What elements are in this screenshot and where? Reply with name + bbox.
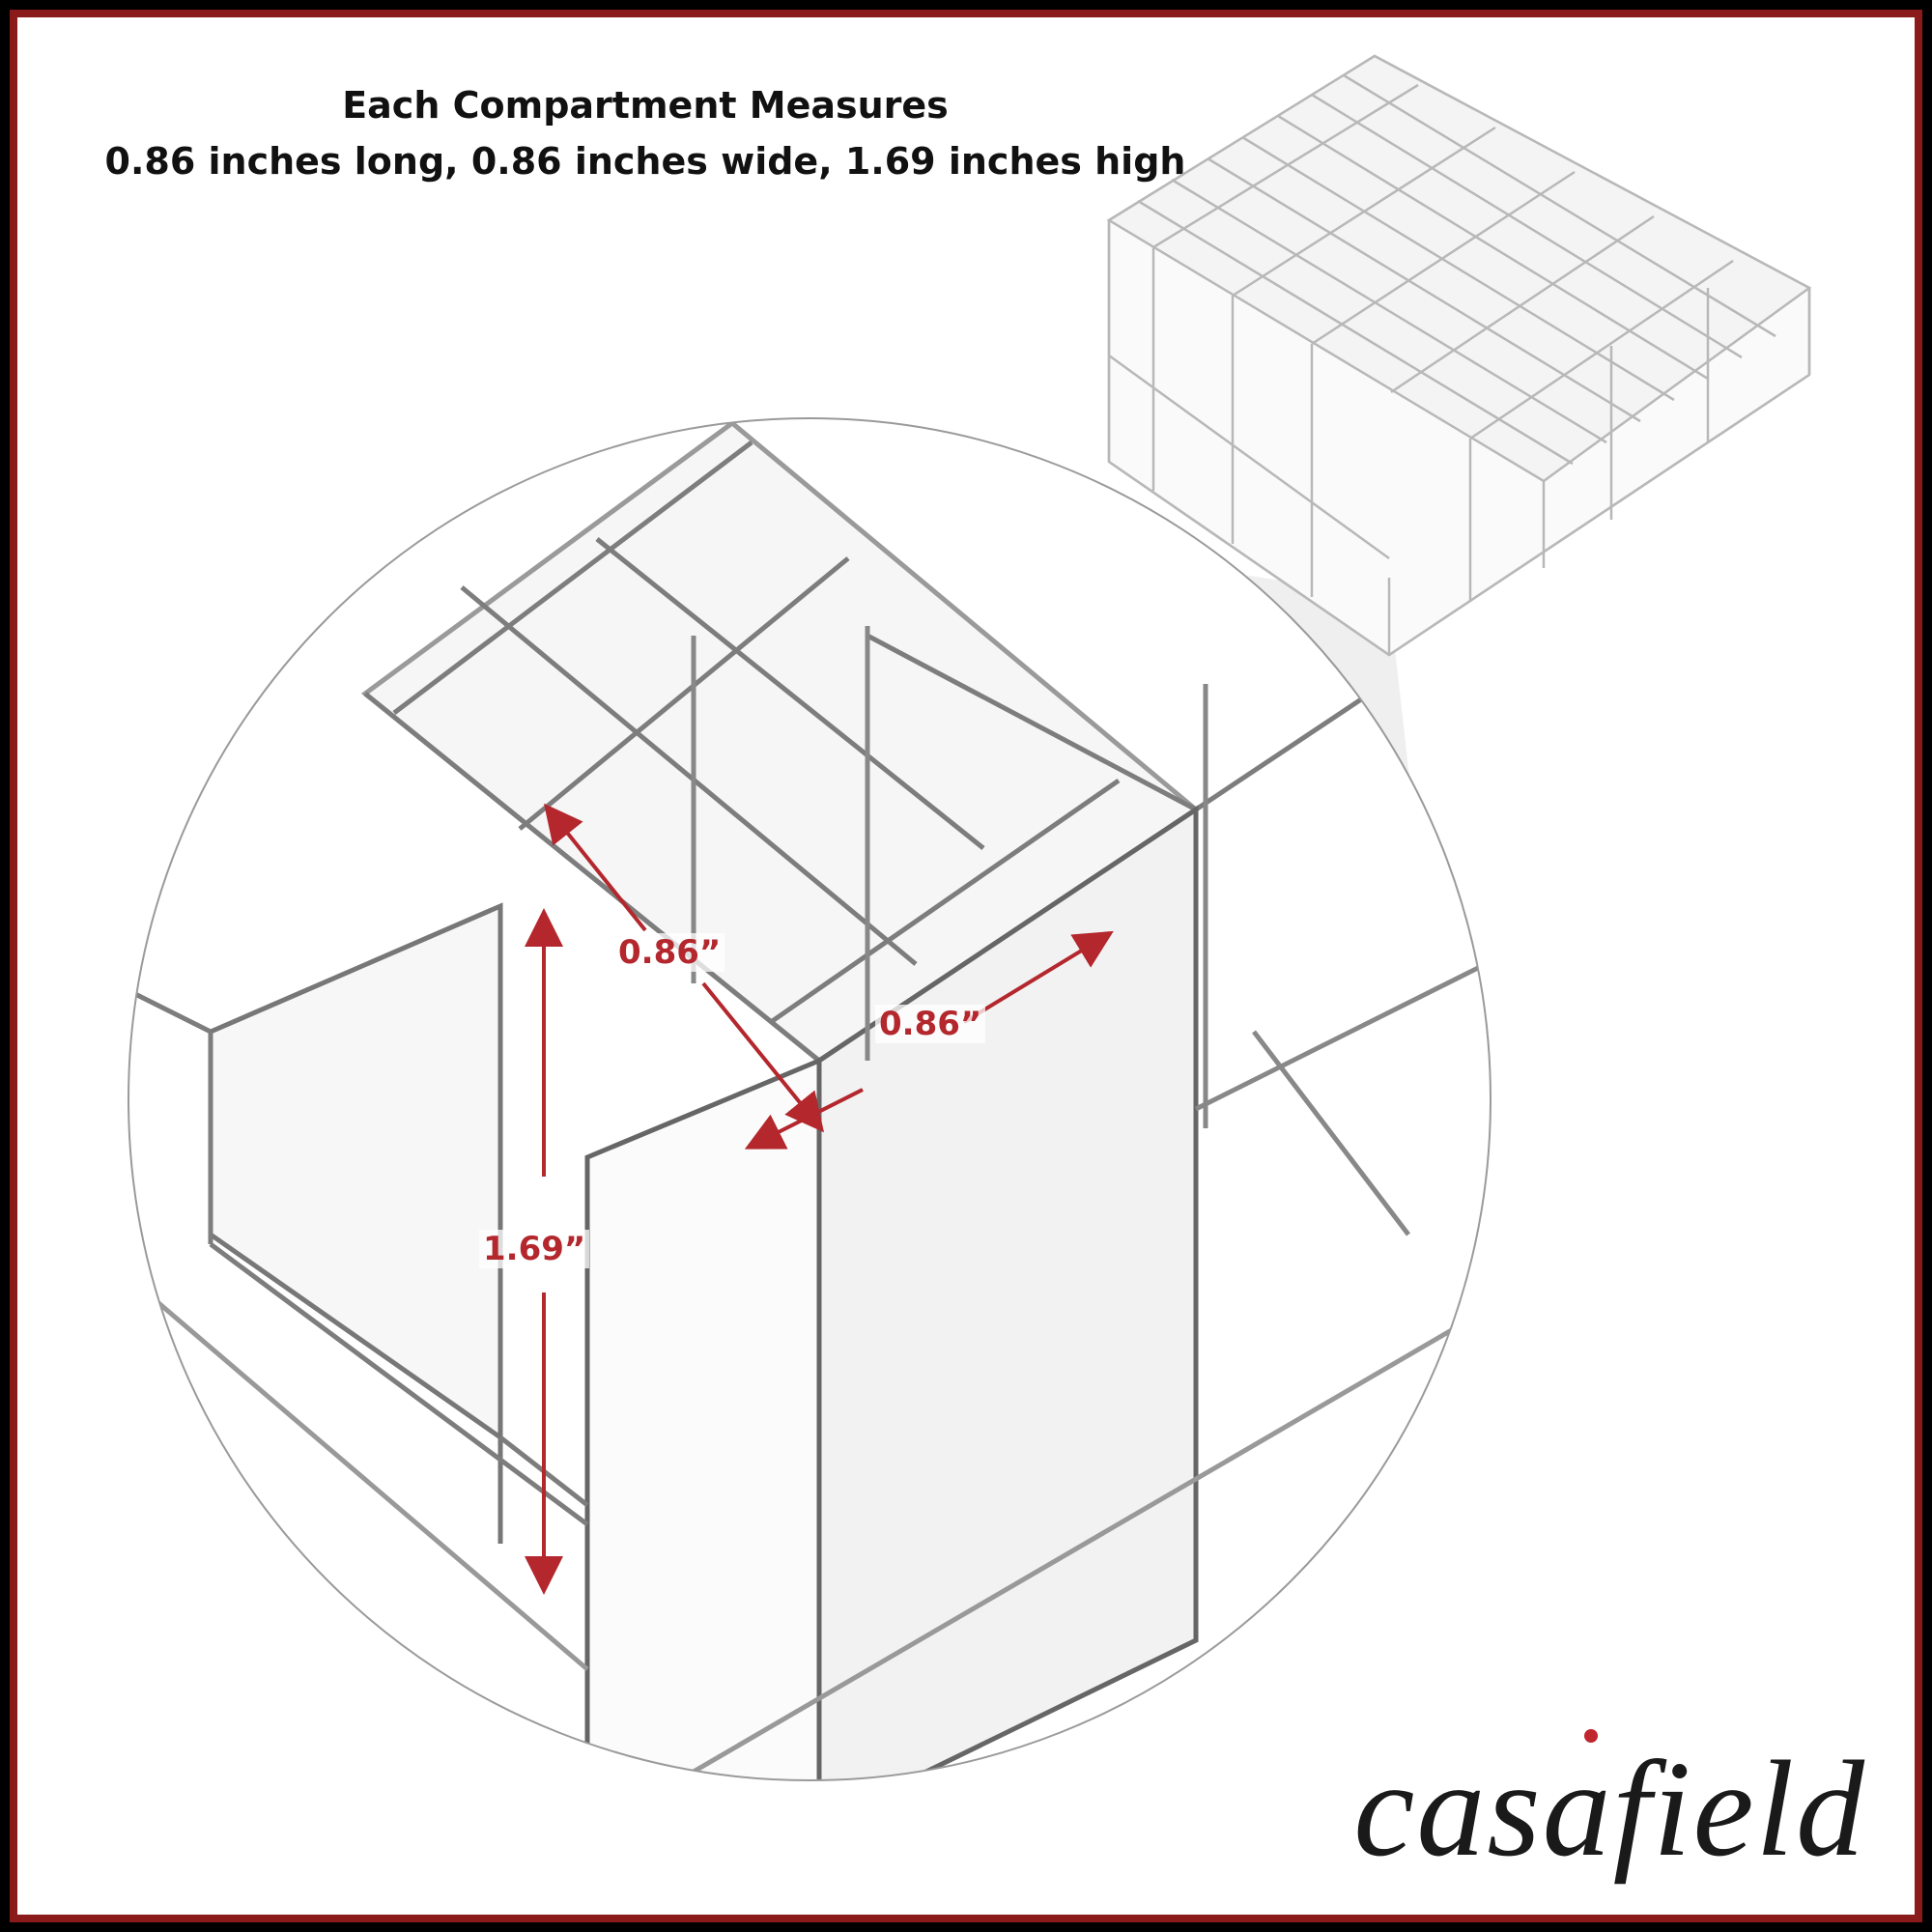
dimension-arrows bbox=[525, 803, 1114, 1595]
headline: Each Compartment Measures 0.86 inches lo… bbox=[46, 77, 1244, 189]
product-illustration bbox=[128, 54, 1812, 1781]
magnified-compartments bbox=[128, 419, 1488, 1780]
headline-line-2: 0.86 inches long, 0.86 inches wide, 1.69… bbox=[104, 140, 1186, 183]
headline-line-1: Each Compartment Measures bbox=[342, 84, 949, 127]
height-label: 1.69” bbox=[479, 1230, 590, 1268]
length-arrow-down bbox=[701, 981, 825, 1133]
width-label: 0.86” bbox=[875, 1005, 986, 1043]
organizer-thumbnail bbox=[1106, 54, 1812, 657]
length-arrow-up bbox=[544, 803, 647, 932]
width-arrow-right bbox=[962, 930, 1114, 1024]
brand-logo-dot bbox=[1584, 1729, 1598, 1743]
brand-logo: casafield bbox=[1353, 1732, 1866, 1885]
product-canvas: Each Compartment Measures 0.86 inches lo… bbox=[17, 17, 1915, 1915]
length-label: 0.86” bbox=[614, 933, 725, 972]
width-arrow-left bbox=[744, 1088, 864, 1150]
